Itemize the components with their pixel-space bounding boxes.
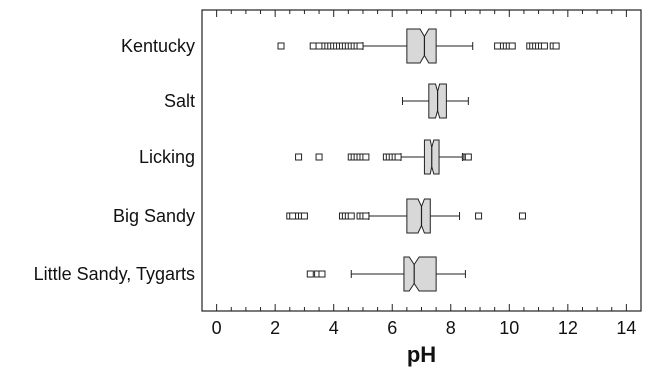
outlier-point — [362, 212, 370, 220]
outlier-point — [306, 270, 314, 278]
outlier-point — [300, 212, 308, 220]
iqr-box — [403, 256, 437, 292]
category-label: Little Sandy, Tygarts — [34, 264, 195, 284]
x-tick-label: 2 — [270, 318, 280, 338]
outlier-point — [394, 153, 402, 161]
iqr-box — [406, 198, 431, 234]
outlier-point — [295, 153, 303, 161]
outlier-point — [277, 42, 285, 50]
x-tick-label: 6 — [387, 318, 397, 338]
outlier-point — [540, 42, 548, 50]
outlier-point — [518, 212, 526, 220]
outlier-point — [356, 42, 364, 50]
outlier-point — [508, 42, 516, 50]
outlier-point — [315, 153, 323, 161]
category-label: Big Sandy — [113, 206, 195, 226]
outlier-point — [362, 153, 370, 161]
outlier-point — [318, 270, 326, 278]
outlier-point — [315, 42, 323, 50]
box-2 — [295, 139, 472, 175]
x-tick-label: 4 — [329, 318, 339, 338]
category-label: Kentucky — [121, 36, 195, 56]
iqr-box — [406, 28, 437, 64]
outlier-point — [475, 212, 483, 220]
x-tick-label: 8 — [446, 318, 456, 338]
box-4 — [306, 256, 466, 292]
axis-ticks — [216, 10, 627, 311]
category-label: Salt — [164, 91, 195, 111]
category-label: Licking — [139, 147, 195, 167]
outlier-point — [552, 42, 560, 50]
x-tick-label: 0 — [212, 318, 222, 338]
x-tick-label: 12 — [558, 318, 578, 338]
box-3 — [286, 198, 526, 234]
box-0 — [277, 28, 560, 64]
box-series — [277, 28, 560, 292]
x-tick-label: 10 — [499, 318, 519, 338]
outlier-point — [464, 153, 472, 161]
x-tick-label: 14 — [616, 318, 636, 338]
outlier-point — [309, 42, 317, 50]
outlier-point — [289, 212, 297, 220]
outlier-point — [494, 42, 502, 50]
box-1 — [401, 83, 469, 119]
x-axis-title: pH — [407, 342, 436, 367]
x-tick-labels: 0 2 4 6 8 10 12 14 — [212, 318, 637, 338]
outlier-point — [347, 212, 355, 220]
